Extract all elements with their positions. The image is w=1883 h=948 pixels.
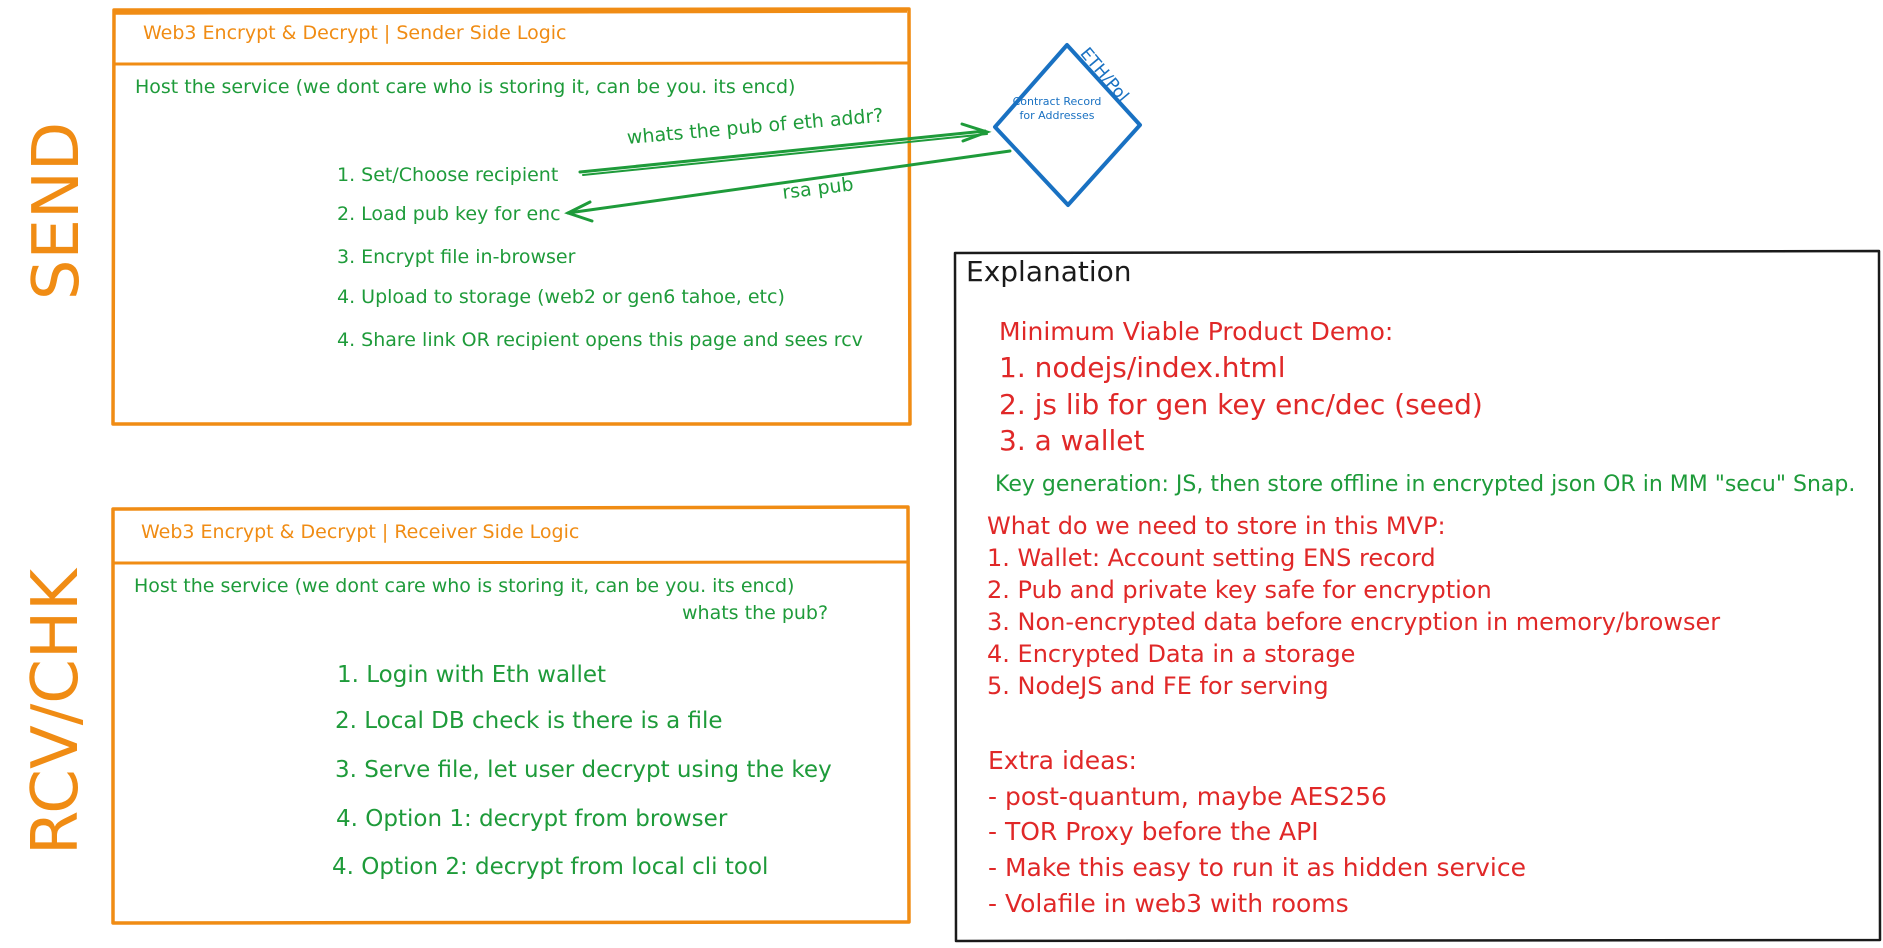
extra-heading: Extra ideas:	[988, 746, 1137, 775]
request-arrow	[578, 122, 992, 176]
receiver-step-4: 4. Option 1: decrypt from browser	[336, 806, 728, 832]
store-item-5: 5. NodeJS and FE for serving	[987, 672, 1329, 700]
receiver-step-3: 3. Serve file, let user decrypt using th…	[335, 757, 832, 783]
sender-box-title: Web3 Encrypt & Decrypt | Sender Side Log…	[143, 22, 567, 44]
explanation-box-frame	[953, 249, 1882, 943]
receiver-step-2: 2. Local DB check is there is a file	[335, 708, 723, 734]
store-item-1: 1. Wallet: Account setting ENS record	[987, 544, 1436, 572]
receiver-host-text: Host the service (we dont care who is st…	[134, 575, 795, 597]
receiver-note: whats the pub?	[682, 602, 829, 624]
explanation-title: Explanation	[966, 255, 1132, 288]
receiver-step-5: 4. Option 2: decrypt from local cli tool	[332, 854, 769, 880]
sender-step-1: 1. Set/Choose recipient	[337, 164, 559, 186]
contract-diamond	[993, 43, 1142, 207]
store-item-4: 4. Encrypted Data in a storage	[987, 640, 1356, 668]
mvp-item-3: 3. a wallet	[999, 424, 1145, 457]
sender-step-5: 4. Share link OR recipient opens this pa…	[337, 329, 863, 351]
sender-box-frame	[111, 7, 912, 426]
extra-item-3: - Make this easy to run it as hidden ser…	[988, 853, 1527, 882]
extra-item-1: - post-quantum, maybe AES256	[988, 782, 1387, 811]
contract-label: Contract Record for Addresses	[1012, 95, 1102, 122]
sender-step-4: 4. Upload to storage (web2 or gen6 tahoe…	[337, 286, 785, 308]
store-item-3: 3. Non-encrypted data before encryption …	[987, 608, 1721, 636]
receiver-box-frame	[111, 505, 911, 925]
sender-step-3: 3. Encrypt file in-browser	[337, 246, 576, 268]
receive-side-label: RCV/CHK	[19, 568, 93, 855]
mvp-heading: Minimum Viable Product Demo:	[999, 317, 1394, 346]
receiver-box-title: Web3 Encrypt & Decrypt | Receiver Side L…	[141, 521, 580, 543]
store-heading: What do we need to store in this MVP:	[987, 512, 1446, 540]
mvp-item-2: 2. js lib for gen key enc/dec (seed)	[999, 388, 1483, 421]
extra-item-4: - Volafile in web3 with rooms	[988, 889, 1349, 918]
send-side-label: SEND	[20, 121, 94, 301]
response-arrow	[564, 149, 1012, 223]
mvp-item-1: 1. nodejs/index.html	[999, 351, 1286, 384]
receiver-step-1: 1. Login with Eth wallet	[337, 662, 607, 688]
sender-step-2: 2. Load pub key for enc	[337, 203, 561, 225]
keygen-note: Key generation: JS, then store offline i…	[995, 472, 1856, 497]
extra-item-2: - TOR Proxy before the API	[988, 817, 1319, 846]
store-item-2: 2. Pub and private key safe for encrypti…	[987, 576, 1492, 604]
sender-host-text: Host the service (we dont care who is st…	[135, 76, 796, 98]
